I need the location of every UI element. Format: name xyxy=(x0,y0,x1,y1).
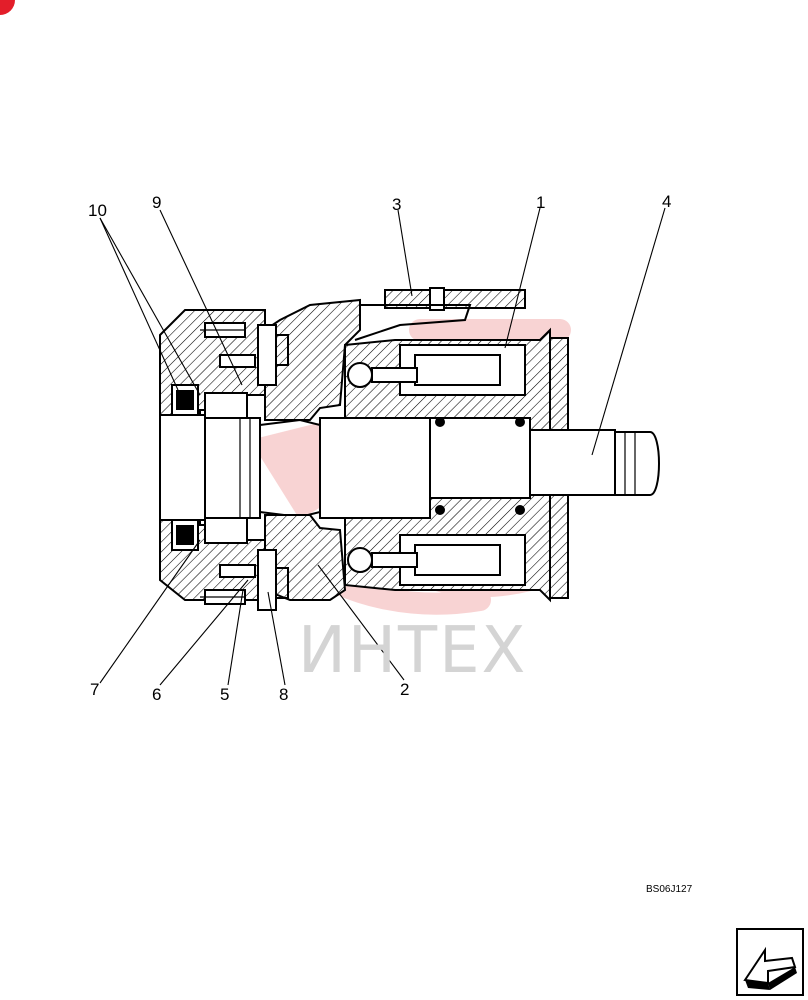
callout-8: 8 xyxy=(279,685,288,704)
center-housing xyxy=(257,298,361,611)
mounting-flange xyxy=(354,287,526,341)
callout-2: 2 xyxy=(400,680,409,699)
callout-labels: 10 9 3 1 4 7 6 5 8 2 xyxy=(88,192,671,704)
drive-shaft-left xyxy=(159,414,321,521)
callout-5: 5 xyxy=(220,685,229,704)
drawing-code: BS06J127 xyxy=(646,884,693,895)
callout-3: 3 xyxy=(392,195,401,214)
callout-1: 1 xyxy=(536,193,545,212)
callout-9: 9 xyxy=(152,193,161,212)
next-page-button[interactable] xyxy=(736,928,804,996)
bearing-left xyxy=(171,384,248,551)
main-shaft xyxy=(319,417,660,519)
callout-4: 4 xyxy=(662,192,671,211)
callout-7: 7 xyxy=(90,680,99,699)
leader-lines xyxy=(99,207,666,686)
callout-6: 6 xyxy=(152,685,161,704)
corner-red-mark xyxy=(0,0,15,15)
watermark-text: ИНТЕХ xyxy=(298,614,527,688)
callout-10: 10 xyxy=(88,201,107,220)
arrow-next-page-icon xyxy=(743,946,797,990)
